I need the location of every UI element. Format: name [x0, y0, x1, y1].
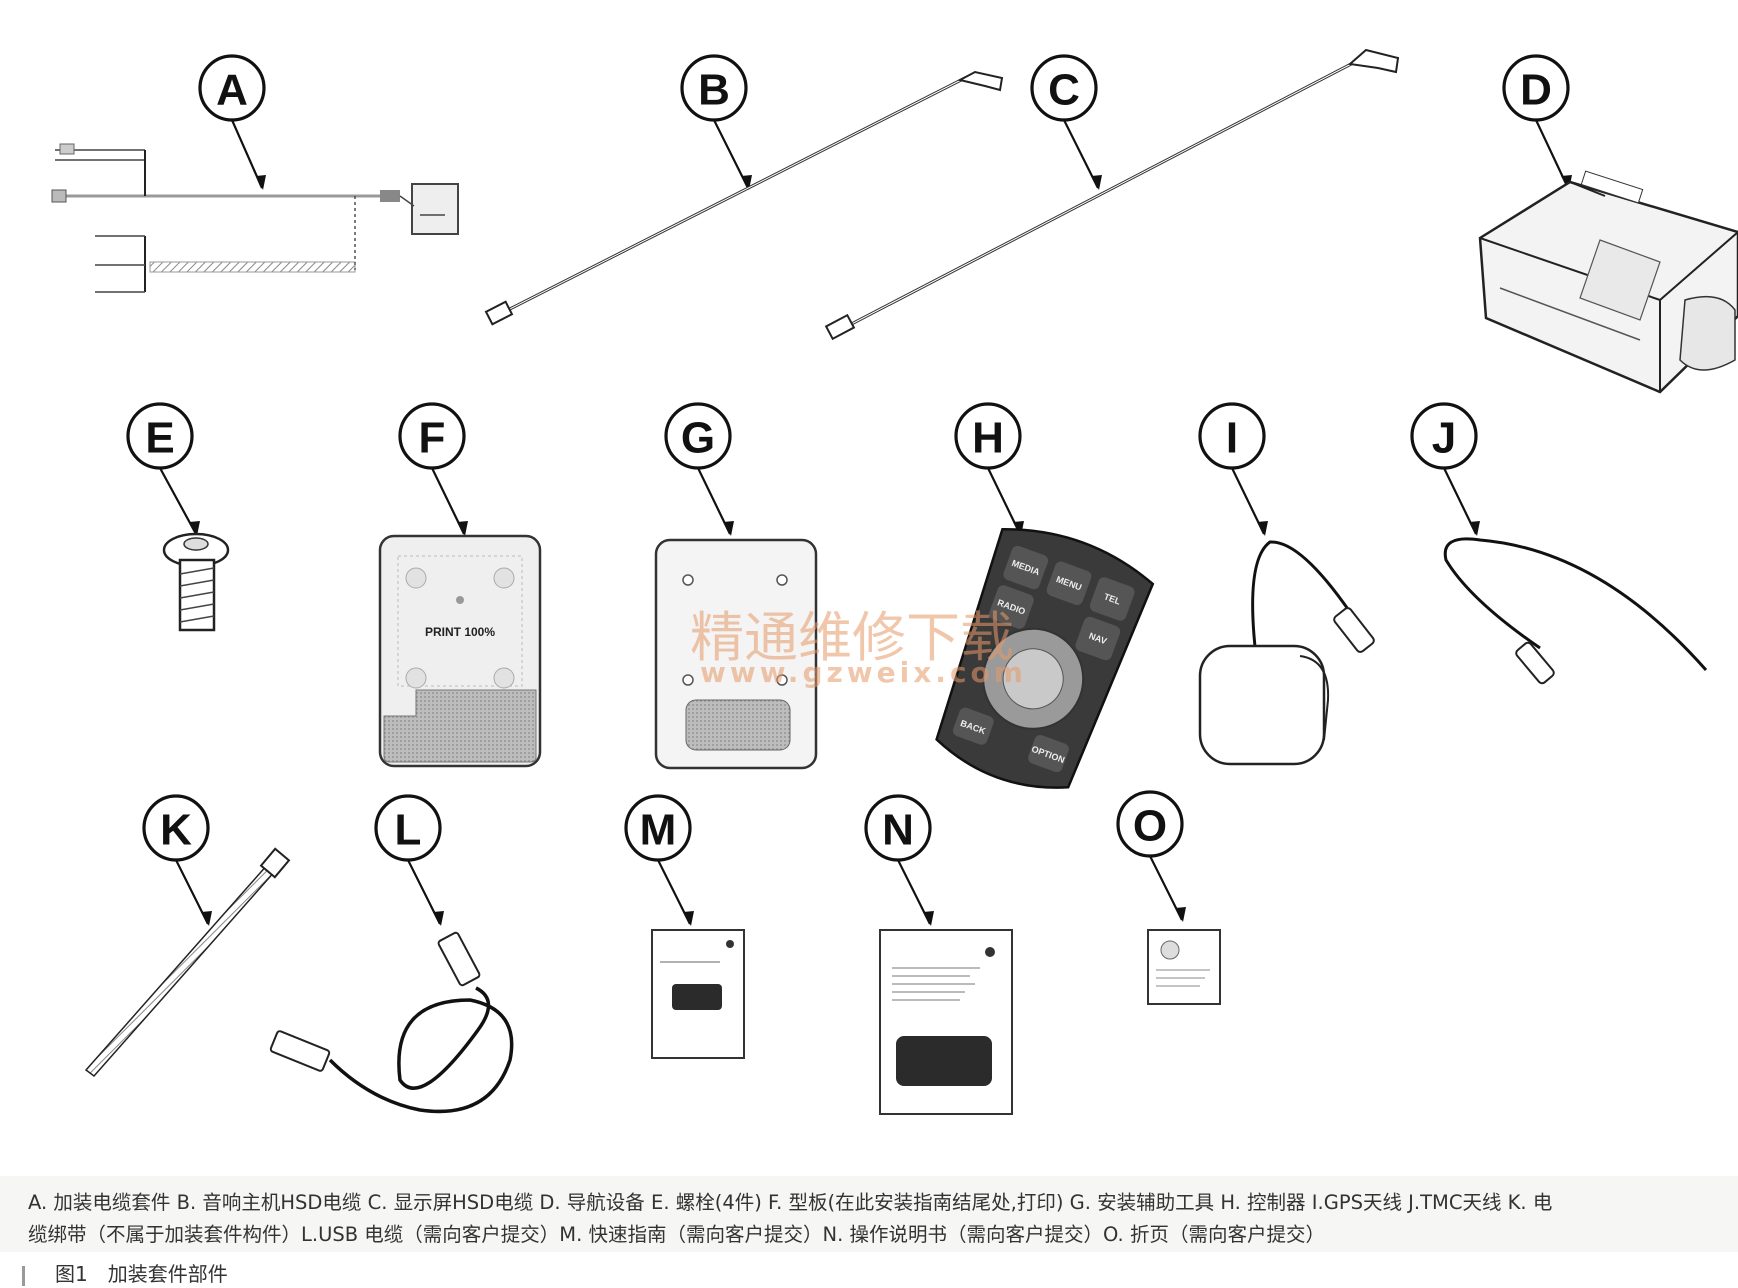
part-m-quick-guide: M	[624, 794, 745, 1059]
part-k-cable-tie: K	[84, 794, 291, 1078]
label-d: D	[1520, 66, 1552, 115]
part-g-installation-aid: G	[654, 402, 818, 770]
label-j: J	[1432, 414, 1456, 463]
label-g: G	[681, 414, 715, 463]
figure-title: 图1 加装套件部件	[55, 1262, 228, 1286]
label-f: F	[419, 414, 446, 463]
caption-line-2: 缆绑带（不属于加装套件构件）L.USB 电缆（需向客户提交）M. 快速指南（需向…	[28, 1223, 1325, 1246]
part-c-hsd-cable: C	[824, 48, 1400, 341]
part-d-navigation-unit: D	[1478, 54, 1738, 394]
figure-bar-icon	[22, 1265, 25, 1286]
part-a-cable-kit: A	[51, 54, 459, 293]
label-h: H	[972, 414, 1004, 463]
label-e: E	[145, 414, 174, 463]
part-b-hsd-cable: B	[484, 54, 1004, 326]
watermark-url: www.gzweix.com	[700, 656, 1027, 689]
label-n: N	[882, 806, 914, 855]
figure-title-row: 图1 加装套件部件	[22, 1258, 228, 1287]
label-l: L	[395, 806, 422, 855]
caption-box: A. 加装电缆套件 B. 音响主机HSD电缆 C. 显示屏HSD电缆 D. 导航…	[0, 1176, 1738, 1252]
label-k: K	[160, 806, 192, 855]
part-o-leaflet: O	[1116, 790, 1221, 1005]
template-print-text: PRINT 100%	[425, 625, 495, 639]
part-i-gps-antenna: I	[1198, 402, 1375, 766]
part-f-template: F PRINT 100%	[378, 402, 542, 768]
part-l-usb-cable: L	[269, 794, 514, 1114]
label-a: A	[216, 66, 248, 115]
label-i: I	[1226, 414, 1238, 463]
label-o: O	[1133, 802, 1167, 851]
caption-line-1: A. 加装电缆套件 B. 音响主机HSD电缆 C. 显示屏HSD电缆 D. 导航…	[28, 1191, 1553, 1214]
label-m: M	[640, 806, 677, 855]
part-e-screw: E	[126, 402, 230, 632]
watermark-cn: 精通维修下载	[690, 606, 1014, 669]
label-c: C	[1048, 66, 1080, 115]
label-b: B	[698, 66, 730, 115]
part-j-tmc-antenna: J	[1410, 402, 1708, 685]
part-n-operating-manual: N	[864, 794, 1013, 1115]
watermark: 精通维修下载 www.gzweix.com	[690, 606, 1027, 689]
part-h-controller: H MEDIA MENU TEL RADIO NAV BACK OPTION	[935, 402, 1155, 789]
